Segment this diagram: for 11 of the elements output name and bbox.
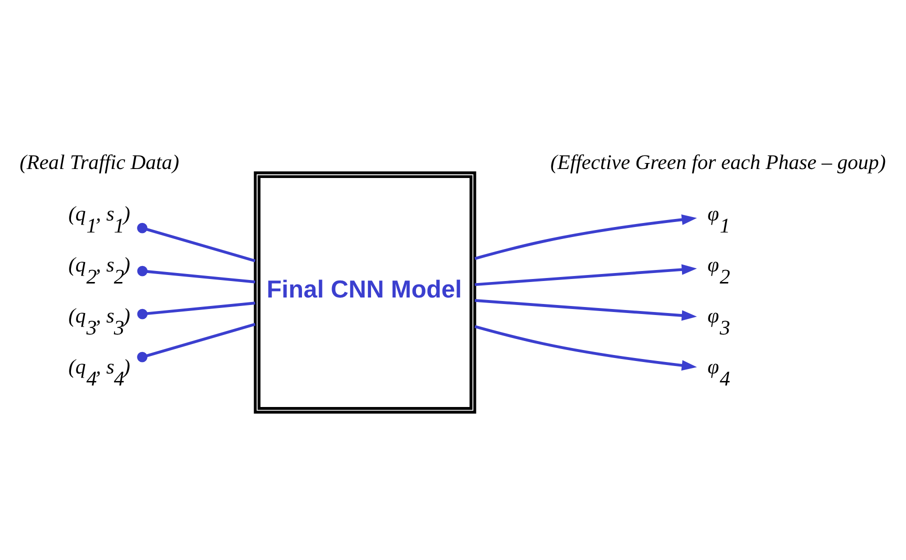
arrow <box>474 214 697 260</box>
node-box: Final CNN Model <box>254 171 476 414</box>
label: (Real Traffic Data) <box>20 150 180 174</box>
connector <box>137 322 256 362</box>
arrow <box>474 264 697 286</box>
arrow <box>474 299 697 321</box>
label: (Effective Green for each Phase – goup) <box>550 150 886 174</box>
arrow <box>474 325 697 371</box>
connector <box>137 302 256 320</box>
connector <box>137 266 256 284</box>
connector <box>137 222 256 262</box>
